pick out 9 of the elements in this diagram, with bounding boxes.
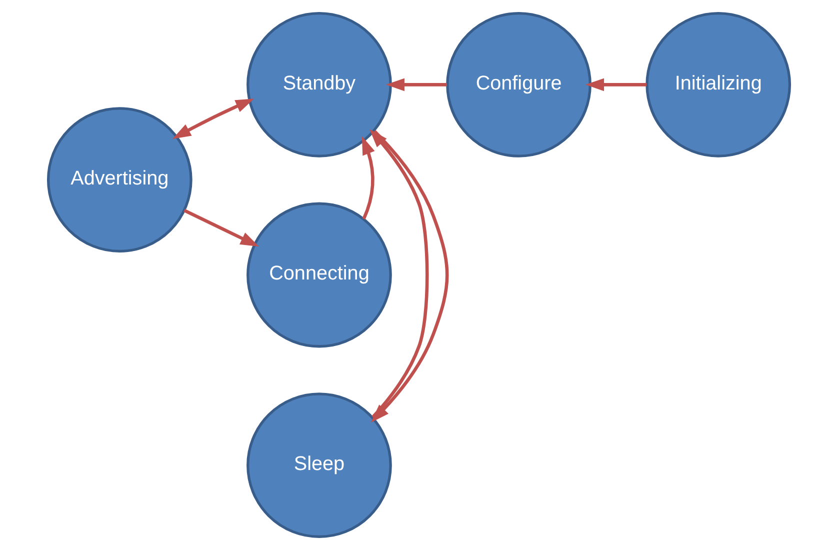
node-circle: Sleep bbox=[246, 392, 392, 538]
arrow bbox=[385, 78, 446, 92]
arrow bbox=[183, 208, 259, 247]
arrow bbox=[172, 98, 254, 140]
node-circle: Configure bbox=[446, 12, 591, 158]
node-circle: Connecting bbox=[246, 202, 392, 348]
arrow bbox=[361, 136, 374, 220]
arrow bbox=[584, 78, 646, 92]
node-circle: Initializing bbox=[645, 12, 791, 158]
